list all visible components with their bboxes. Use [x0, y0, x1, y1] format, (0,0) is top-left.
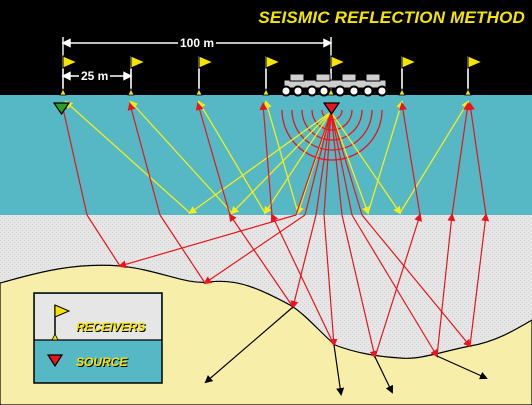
total-spacing-label: 100 m: [178, 36, 217, 50]
flag-icon: [464, 55, 484, 96]
deep-reflection-rays: [59, 102, 490, 359]
vibroseis-truck-icon: [280, 73, 388, 97]
flag-icon: [262, 55, 282, 96]
legend-receivers-label: RECEIVERS: [76, 320, 146, 334]
receiver-spacing-label: 25 m: [79, 69, 111, 83]
source-wavefronts: [281, 109, 383, 161]
water-layer: [0, 95, 532, 215]
flag-icon: [59, 55, 79, 96]
receiver-flags: [59, 55, 484, 96]
diagram-title: SEISMIC REFLECTION METHOD: [258, 8, 525, 27]
flag-icon: [195, 55, 215, 96]
active-receiver-marker-icon: [52, 102, 71, 116]
source-marker-icon: [322, 102, 341, 116]
flag-icon: [127, 55, 147, 96]
flag-icon: [398, 55, 418, 96]
legend-source-label: SOURCE: [76, 355, 128, 369]
legend-flag-icon: [51, 304, 71, 341]
legend-source-icon: [46, 354, 64, 368]
transmitted-rays: [204, 306, 488, 396]
